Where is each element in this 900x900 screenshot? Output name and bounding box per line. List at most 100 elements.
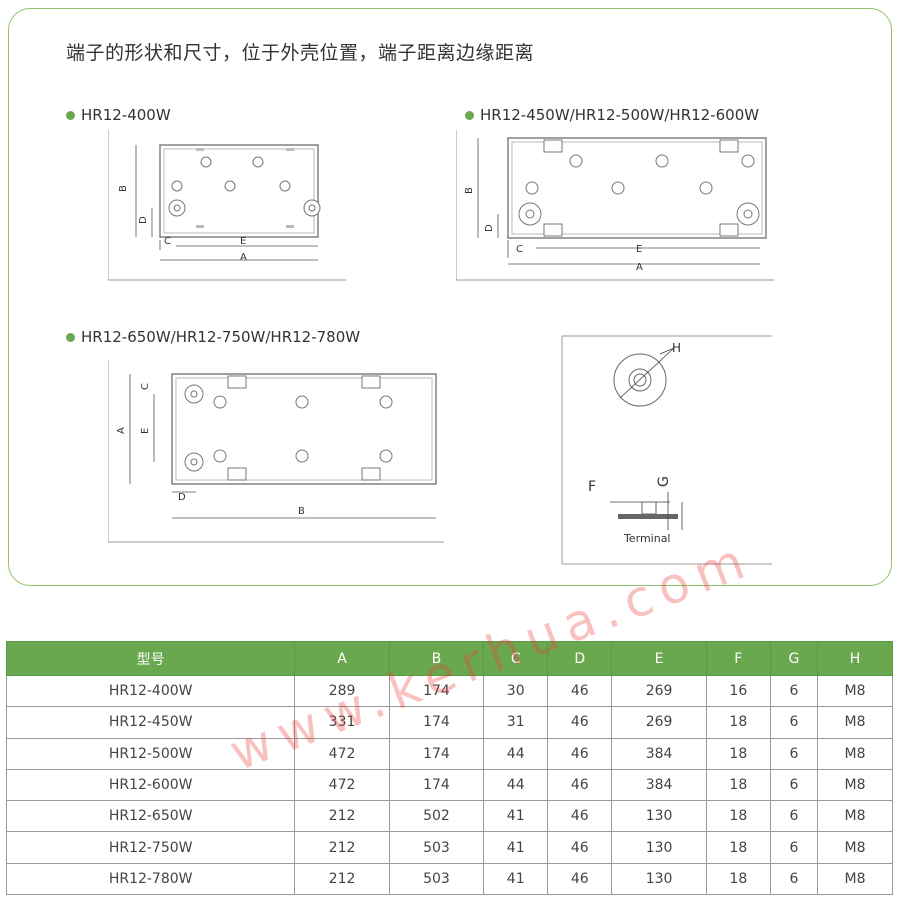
dim-c-label: C — [164, 236, 171, 247]
table-cell: 130 — [611, 831, 707, 864]
header-e: E — [611, 641, 707, 676]
table-cell: 6 — [769, 737, 819, 770]
table-cell: 174 — [388, 674, 485, 708]
drawing-terminal-detail: H F G Terminal — [561, 335, 772, 565]
dim-c-label: C — [140, 383, 151, 390]
table-cell: 472 — [294, 737, 390, 770]
table-cell: HR12-600W — [5, 768, 296, 802]
table-cell: 46 — [547, 737, 613, 770]
table-cell: 6 — [769, 800, 819, 833]
dim-c-label: C — [516, 244, 523, 255]
table-cell: M8 — [817, 862, 893, 896]
table-cell: 503 — [388, 862, 485, 896]
table-cell: 46 — [547, 831, 613, 864]
model-label-text: HR12-450W/HR12-500W/HR12-600W — [480, 106, 760, 124]
header-c: C — [483, 641, 549, 676]
dim-d-label: D — [178, 492, 186, 503]
table-cell: 6 — [769, 706, 819, 739]
dim-g-label: G — [656, 476, 672, 487]
header-d: D — [547, 641, 613, 676]
table-cell: 6 — [769, 768, 819, 802]
table-cell: 6 — [769, 831, 819, 864]
table-cell: HR12-400W — [5, 674, 296, 708]
header-model: 型号 — [5, 641, 296, 676]
table-cell: 18 — [705, 706, 771, 739]
dim-h-label: H — [672, 341, 681, 355]
terminal-side-view-icon — [618, 501, 678, 519]
dim-d-label: D — [138, 216, 149, 224]
table-cell: 130 — [611, 862, 707, 896]
header-g: G — [769, 641, 819, 676]
bullet-dot-icon — [66, 332, 75, 342]
table-cell: 31 — [483, 706, 549, 739]
table-cell: HR12-450W — [5, 706, 296, 739]
housing-outline — [159, 144, 319, 238]
table-cell: 44 — [483, 737, 549, 770]
dim-b-label: B — [298, 506, 305, 517]
table-cell: 503 — [388, 831, 485, 864]
dim-f-label: F — [588, 479, 596, 495]
terminal-caption: Terminal — [623, 532, 671, 545]
table-cell: 6 — [769, 674, 819, 708]
table-cell: 18 — [705, 831, 771, 864]
dim-b-label: B — [464, 187, 475, 194]
dim-d-label: D — [484, 224, 495, 232]
table-cell: 289 — [294, 674, 390, 708]
header-h: H — [817, 641, 893, 676]
table-cell: 269 — [611, 674, 707, 708]
header-b: B — [388, 641, 485, 676]
housing-outline — [171, 373, 437, 485]
table-cell: 46 — [547, 800, 613, 833]
table-cell: HR12-780W — [5, 862, 296, 896]
table-cell: 46 — [547, 862, 613, 896]
table-cell: 212 — [294, 831, 390, 864]
table-cell: 384 — [611, 737, 707, 770]
bullet-dot-icon — [465, 110, 474, 120]
table-header-row: 型号 A B C D E F G H — [5, 641, 893, 676]
header-a: A — [294, 641, 390, 676]
table-cell: 472 — [294, 768, 390, 802]
table-cell: HR12-650W — [5, 800, 296, 833]
table-cell: 269 — [611, 706, 707, 739]
dim-e-label: E — [636, 244, 642, 255]
dim-a-label: A — [240, 252, 247, 263]
table-cell: 174 — [388, 768, 485, 802]
table-cell: 16 — [705, 674, 771, 708]
drawing-650-780w: A E C D B — [108, 360, 444, 543]
dim-e-label: E — [240, 236, 246, 247]
table-cell: 41 — [483, 800, 549, 833]
table-cell: 130 — [611, 800, 707, 833]
table-cell: M8 — [817, 674, 893, 708]
table-cell: M8 — [817, 800, 893, 833]
model-label-text: HR12-650W/HR12-750W/HR12-780W — [81, 328, 361, 346]
model-label-400w: HR12-400W — [66, 106, 171, 124]
table-cell: 46 — [547, 706, 613, 739]
table-cell: 174 — [388, 706, 485, 739]
table-cell: 18 — [705, 737, 771, 770]
terminal-icon — [518, 154, 760, 226]
table-cell: 18 — [705, 800, 771, 833]
table-cell: M8 — [817, 768, 893, 802]
table-cell: 41 — [483, 831, 549, 864]
table-cell: M8 — [817, 831, 893, 864]
table-cell: HR12-500W — [5, 737, 296, 770]
dim-b-label: B — [118, 185, 129, 192]
table-cell: M8 — [817, 737, 893, 770]
terminal-icon — [184, 384, 393, 472]
table-cell: 212 — [294, 862, 390, 896]
dim-e-label: E — [140, 428, 151, 434]
housing-outline — [507, 137, 767, 239]
model-label-650-780w: HR12-650W/HR12-750W/HR12-780W — [66, 328, 360, 346]
drawing-450-600w: B D C E A — [456, 130, 774, 281]
drawing-panel — [8, 8, 892, 586]
dim-a-label: A — [116, 427, 127, 434]
table-cell: 46 — [547, 674, 613, 708]
table-cell: HR12-750W — [5, 831, 296, 864]
table-cell: 212 — [294, 800, 390, 833]
